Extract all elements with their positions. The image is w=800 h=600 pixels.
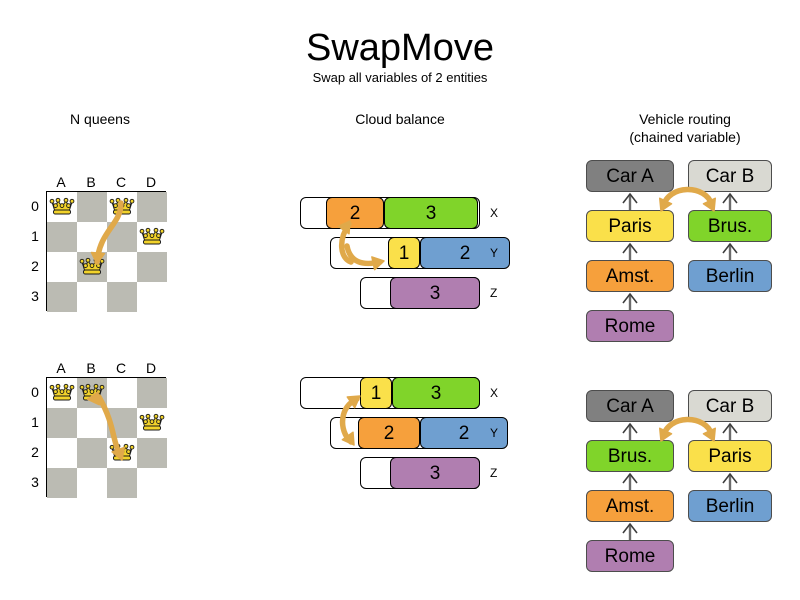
board-column-label-A: A [56, 360, 66, 376]
board-row-label-1: 1 [31, 414, 39, 430]
vrp-node-a-amst[interactable]: Amst. [586, 260, 674, 292]
board-cell-D2[interactable] [137, 252, 167, 282]
cloud-computer-label-Z: Z [490, 466, 498, 480]
board-cell-A3[interactable] [47, 468, 77, 498]
cloud-process-X-2[interactable]: 3 [392, 377, 480, 409]
vrp-node-b-berlin[interactable]: Berlin [688, 260, 772, 292]
board-row-label-2: 2 [31, 258, 39, 274]
section-title-cloud-balance: Cloud balance [355, 111, 445, 127]
page-title: SwapMove [306, 27, 494, 69]
board-row-label-2: 2 [31, 444, 39, 460]
vrp-node-b-carb[interactable]: Car B [688, 390, 772, 422]
cloud-process-Y-1[interactable]: 2 [358, 417, 420, 449]
vrp-node-a-rome[interactable]: Rome [586, 540, 674, 572]
board-cell-A2[interactable] [47, 252, 77, 282]
board-cell-A2[interactable] [47, 438, 77, 468]
page-subtitle: Swap all variables of 2 entities [312, 70, 488, 85]
board-column-label-D: D [145, 174, 157, 190]
board-cell-D0[interactable] [137, 192, 167, 222]
vrp-title-line2: (chained variable) [629, 129, 741, 145]
board-row-labels-before: 0 1 2 3 [28, 191, 44, 311]
cloud-process-Z-1[interactable]: 3 [390, 457, 480, 489]
board-column-label-D: D [145, 360, 157, 376]
section-title-nqueens: N queens [70, 111, 130, 127]
board-row-label-0: 0 [31, 384, 39, 400]
board-column-labels-after: A B C D [46, 360, 166, 376]
cloud-process-Y-2[interactable]: 2 [420, 417, 508, 449]
board-column-label-C: C [115, 174, 127, 190]
vrp-node-a-brus[interactable]: Brus. [586, 440, 674, 472]
board-column-label-B: B [86, 360, 96, 376]
board-cell-C3[interactable] [107, 282, 137, 312]
board-cell-D3[interactable] [137, 282, 167, 312]
cloud-process-Y-2[interactable]: 2 [420, 237, 510, 269]
vrp-node-a-cara[interactable]: Car A [586, 390, 674, 422]
cloud-computer-label-Y: Y [490, 426, 499, 440]
cloud-process-X-2[interactable]: 3 [384, 197, 478, 229]
cloud-process-X-1[interactable]: 1 [360, 377, 392, 409]
board-cell-B3[interactable] [77, 282, 107, 312]
board-cell-D3[interactable] [137, 468, 167, 498]
vrp-node-b-paris[interactable]: Paris [688, 440, 772, 472]
vrp-node-a-rome[interactable]: Rome [586, 310, 674, 342]
board-cell-B3[interactable] [77, 468, 107, 498]
board-row-label-1: 1 [31, 228, 39, 244]
cloud-process-Y-1[interactable]: 1 [388, 237, 420, 269]
board-cell-A3[interactable] [47, 282, 77, 312]
vrp-title-line1: Vehicle routing [639, 111, 731, 127]
board-column-labels-before: A B C D [46, 174, 166, 190]
vrp-node-a-cara[interactable]: Car A [586, 160, 674, 192]
cloud-computer-label-Z: Z [490, 286, 498, 300]
board-row-label-3: 3 [31, 288, 39, 304]
cloud-process-Z-1[interactable]: 3 [390, 277, 480, 309]
board-column-label-B: B [86, 174, 96, 190]
board-column-label-A: A [56, 174, 66, 190]
vrp-node-a-paris[interactable]: Paris [586, 210, 674, 242]
board-column-label-C: C [115, 360, 127, 376]
board-cell-D2[interactable] [137, 438, 167, 468]
board-row-labels-after: 0 1 2 3 [28, 377, 44, 497]
section-title-vehicle-routing: Vehicle routing (chained variable) [590, 110, 780, 146]
vrp-node-b-carb[interactable]: Car B [688, 160, 772, 192]
board-row-label-3: 3 [31, 474, 39, 490]
vrp-node-b-berlin[interactable]: Berlin [688, 490, 772, 522]
board-cell-A1[interactable] [47, 222, 77, 252]
cloud-computer-label-X: X [490, 386, 499, 400]
board-cell-D0[interactable] [137, 378, 167, 408]
board-cell-A1[interactable] [47, 408, 77, 438]
cloud-computer-label-Y: Y [490, 246, 499, 260]
cloud-process-X-1[interactable]: 2 [326, 197, 384, 229]
vrp-node-a-amst[interactable]: Amst. [586, 490, 674, 522]
cloud-computer-label-X: X [490, 206, 499, 220]
board-cell-C3[interactable] [107, 468, 137, 498]
board-row-label-0: 0 [31, 198, 39, 214]
vrp-node-b-brus[interactable]: Brus. [688, 210, 772, 242]
vrp-chain-arrow [622, 522, 638, 534]
